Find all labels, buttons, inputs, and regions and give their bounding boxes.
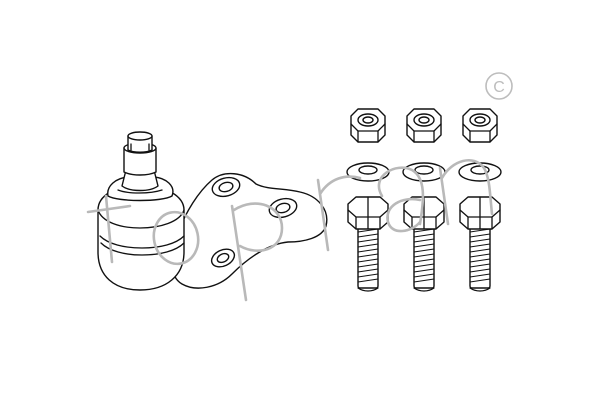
topran-watermark: C <box>86 72 513 302</box>
nut-row <box>350 108 498 143</box>
hex-nut-icon <box>462 108 498 143</box>
copyright-icon: C <box>485 72 513 100</box>
brand-logo <box>86 158 494 302</box>
washer-icon <box>458 162 502 182</box>
hex-bolt-icon <box>347 196 389 292</box>
hex-bolt-icon <box>459 196 501 292</box>
hex-nut-icon <box>406 108 442 143</box>
hex-nut-icon <box>350 108 386 143</box>
copyright-symbol: C <box>493 79 505 96</box>
washer-icon <box>402 162 446 182</box>
washer-icon <box>346 162 390 182</box>
ball-joint-icon <box>97 131 328 291</box>
washer-row <box>346 162 502 182</box>
bolt-row <box>347 196 501 292</box>
hex-bolt-icon <box>403 196 445 292</box>
